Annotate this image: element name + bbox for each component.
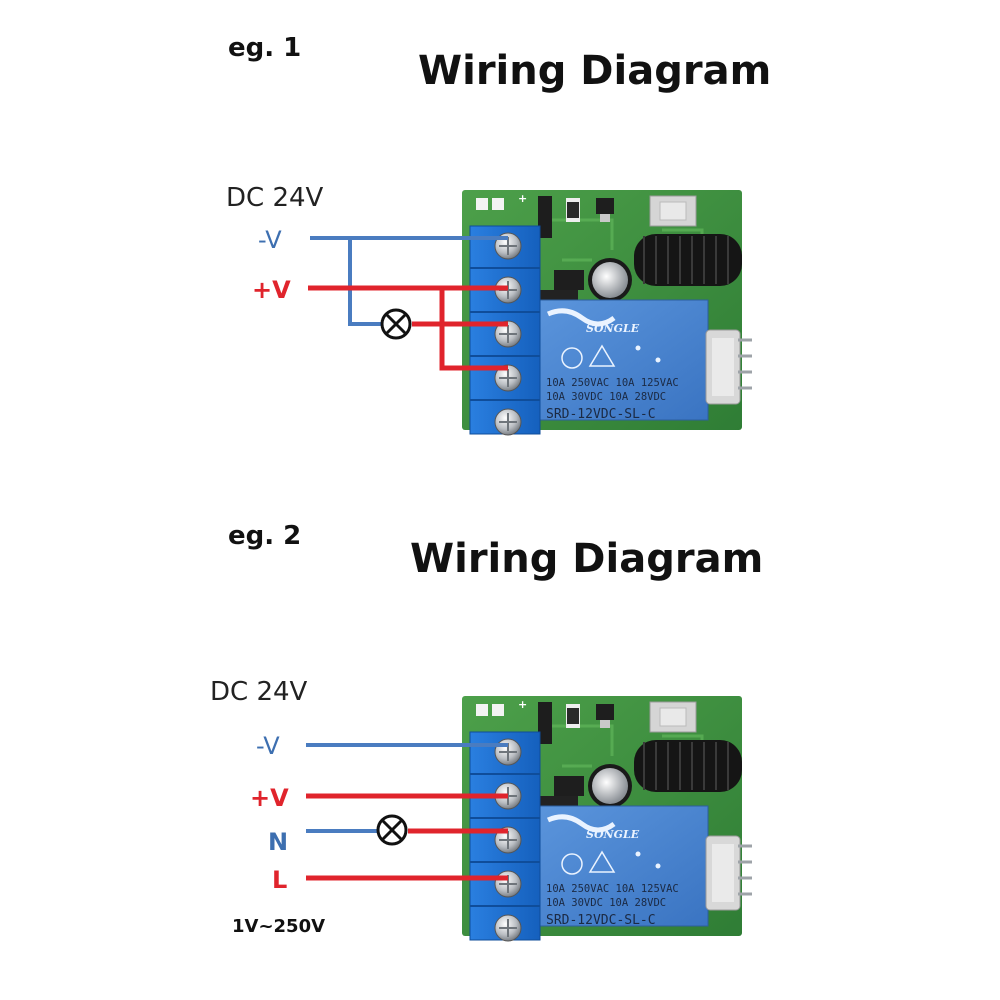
eg1-label: eg. 1: [228, 33, 301, 63]
eg1-relay-spec-line1: 10A 250VAC 10A 125VAC: [546, 377, 679, 389]
eg1-wires: [308, 236, 508, 371]
eg1-title: Wiring Diagram: [418, 48, 771, 94]
eg1-wire-neg: [310, 236, 508, 326]
eg2-voltage-range: 1V~250V: [232, 916, 325, 937]
diagram-eg1: eg. 1 Wiring Diagram DC 24V + SONGLE 10A…: [226, 33, 771, 435]
eg2-relay-model: SRD-12VDC-SL-C: [546, 913, 656, 928]
eg1-wire-label-pos: +V: [252, 276, 291, 304]
eg2-relay-spec-line1: 10A 250VAC 10A 125VAC: [546, 883, 679, 895]
eg2-supply-label: DC 24V: [210, 677, 308, 707]
eg1-wire-pos-branch: [439, 288, 508, 371]
eg1-lamp-icon: [380, 308, 412, 340]
eg1-board-silk: +: [518, 192, 527, 205]
eg2-wire-label-pos: +V: [250, 784, 289, 812]
eg1-relay-spec-line2: 10A 30VDC 10A 28VDC: [546, 391, 666, 403]
eg2-relay-brand: SONGLE: [586, 828, 640, 841]
diagram-eg2: eg. 2 Wiring Diagram DC 24V + SONGLE 10A…: [210, 521, 763, 941]
eg2-label: eg. 2: [228, 521, 301, 551]
eg2-relay-module: + SONGLE 10A 250VAC 10A 125VAC 10A 30VDC…: [462, 696, 752, 941]
eg1-relay-model: SRD-12VDC-SL-C: [546, 407, 656, 422]
eg2-wire-label-neg: -V: [256, 732, 280, 760]
eg2-board-silk: +: [518, 698, 527, 711]
eg1-wire-label-neg: -V: [258, 226, 282, 254]
eg2-wire-label-n: N: [268, 828, 288, 856]
eg2-wire-label-l: L: [272, 866, 287, 894]
eg1-supply-label: DC 24V: [226, 183, 324, 213]
eg1-relay-brand: SONGLE: [586, 322, 640, 335]
eg2-title: Wiring Diagram: [410, 536, 763, 582]
eg2-wires: [306, 743, 508, 881]
eg2-lamp-icon: [376, 814, 408, 846]
eg1-relay-module: + SONGLE 10A 250VAC 10A 125VAC 10A 30VDC…: [462, 190, 752, 435]
eg2-relay-spec-line2: 10A 30VDC 10A 28VDC: [546, 897, 666, 909]
